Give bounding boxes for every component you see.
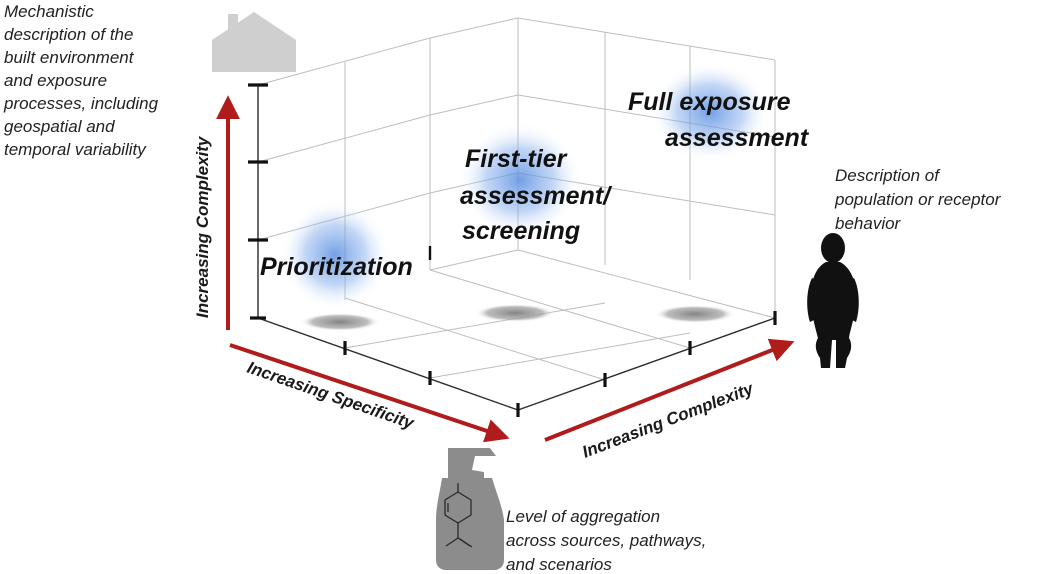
house-icon [212, 12, 296, 72]
floor-shadows [300, 304, 735, 331]
stage-glows [280, 62, 770, 310]
spray-bottle-icon [436, 448, 504, 570]
glow-first-tier [458, 122, 582, 238]
frame-edges [257, 85, 776, 411]
stage-full-assessment: Full exposure assessment [628, 88, 810, 152]
population-description: Description of population or receptor be… [834, 166, 1005, 233]
shadow-first-tier [475, 304, 555, 322]
stage-first-tier: First-tier assessment/ screening [460, 145, 617, 245]
aggregation-description: Level of aggregation across sources, pat… [506, 507, 711, 574]
building-description: Mechanistic description of the built env… [3, 2, 163, 159]
stage-prioritization: Prioritization [260, 253, 413, 281]
right-depth-arrow [544, 338, 795, 442]
person-silhouette-icon [807, 233, 859, 368]
axis-arrows [216, 95, 795, 443]
shadow-prioritization [300, 313, 380, 331]
axis-ticks [248, 83, 777, 417]
glow-prioritization [280, 200, 390, 310]
left-depth-arrow [229, 343, 510, 443]
glow-full-assessment [650, 62, 770, 162]
left-depth-axis-label: Increasing Specificity [245, 358, 418, 433]
shadow-full-assessment [655, 305, 735, 323]
molecule-structure-icon [444, 483, 473, 548]
vertical-axis-label: Increasing Complexity [193, 135, 212, 318]
